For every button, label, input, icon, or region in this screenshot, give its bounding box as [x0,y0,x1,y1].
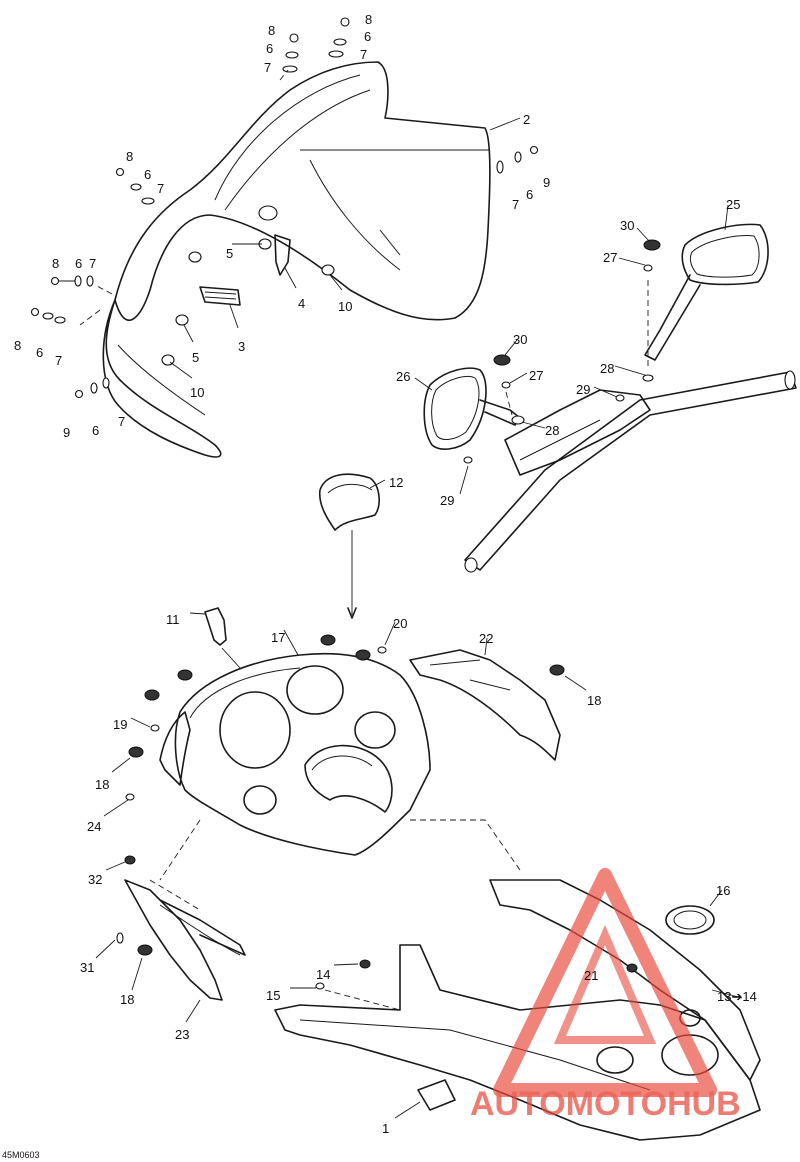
callout-c23: 23 [175,1027,189,1042]
callout-c6f: 6 [36,345,43,360]
bracket-part-3 [199,286,241,306]
callout-c6g: 6 [92,423,99,438]
watermark-text: AUTOMOTOHUB [470,1085,741,1123]
callout-c29a: 29 [576,382,590,397]
callout-c10b: 10 [190,385,204,400]
callout-c30b: 30 [513,332,527,347]
callout-c7g: 7 [118,414,125,429]
callout-c16: 16 [716,883,730,898]
callout-c14: 14 [316,967,330,982]
small-bracket-part-1 [394,1079,456,1119]
callout-c7f: 7 [55,353,62,368]
callout-c18c: 18 [120,992,134,1007]
callout-c8e: 8 [14,338,21,353]
callout-c8d: 8 [52,256,59,271]
cover-part-12 [318,473,386,619]
callout-c2: 2 [523,112,530,127]
callout-c28a: 28 [600,361,614,376]
callout-c6a: 6 [266,41,273,56]
callout-c19: 19 [113,717,127,732]
callout-c6d: 6 [144,167,151,182]
callout-c7a: 7 [264,60,271,75]
leader-lines-top [79,69,521,379]
callout-c32: 32 [88,872,102,887]
mirror-right-part-25 [644,223,769,361]
fairing-arm-part [102,299,222,458]
lower-hardware [95,855,743,1023]
handlebar-assembly [464,370,797,573]
callout-c7b: 7 [360,47,367,62]
callout-c10a: 10 [338,299,352,314]
watermark: AUTOMOTOHUB [470,868,741,1123]
callout-c21: 21 [584,968,598,983]
callout-c1: 1 [382,1121,389,1136]
callout-c31: 31 [80,960,94,975]
callout-c5a: 5 [226,246,233,261]
callout-c30a: 30 [620,218,634,233]
callout-c8b: 8 [365,12,372,27]
callout-c18a: 18 [587,693,601,708]
callout-c17: 17 [271,630,285,645]
callout-c9a: 9 [543,175,550,190]
callout-c6b: 6 [364,29,371,44]
callout-c22: 22 [479,631,493,646]
callout-c6e: 6 [75,256,82,271]
instrument-panel-part-17 [174,652,431,856]
callout-c4: 4 [298,296,305,311]
callout-c7e: 7 [89,256,96,271]
callout-c15: 15 [266,988,280,1003]
side-panel-part-22 [409,649,561,761]
callout-c29b: 29 [440,493,454,508]
callout-c27b: 27 [529,368,543,383]
grommet-part-16 [665,889,723,935]
callout-c20: 20 [393,616,407,631]
callout-c5b: 5 [192,350,199,365]
callout-c25: 25 [726,197,740,212]
callout-c8c: 8 [126,149,133,164]
side-trim-part-23 [124,879,246,1001]
callout-c3: 3 [238,339,245,354]
callout-c26: 26 [396,369,410,384]
callout-c11: 11 [166,612,180,627]
panel-hardware [103,607,587,881]
callout-c18b: 18 [95,777,109,792]
mirror-hardware [414,204,729,495]
side-panel-left [159,711,191,786]
callout-c7c: 7 [512,197,519,212]
mirror-left-part-26 [423,367,521,450]
callout-c6c: 6 [526,187,533,202]
callout-c24: 24 [87,819,101,834]
callout-c7d: 7 [157,181,164,196]
callout-c8a: 8 [268,23,275,38]
callout-c12: 12 [389,475,403,490]
callout-c9b: 9 [63,425,70,440]
callout-c1314: 13➔14 [717,989,757,1004]
hardware-top [30,17,539,399]
figure-reference: 45M0603 [2,1150,40,1160]
callout-c28b: 28 [545,423,559,438]
windshield-part-2 [114,61,491,322]
callout-c27a: 27 [603,250,617,265]
